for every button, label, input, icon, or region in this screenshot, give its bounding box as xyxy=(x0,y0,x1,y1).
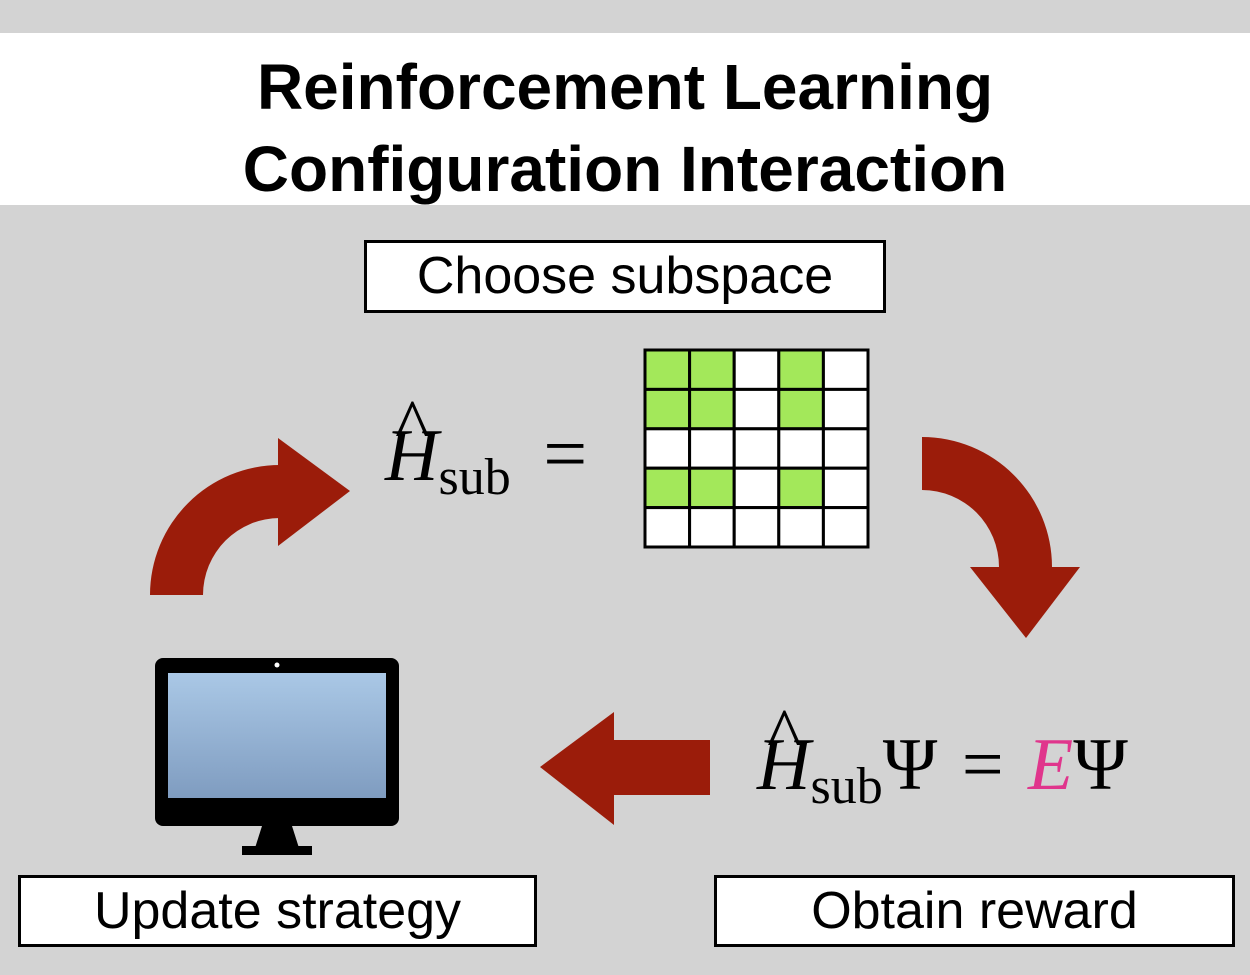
hamiltonian-symbol-2: H xyxy=(757,724,811,806)
matrix-cell xyxy=(777,466,825,510)
update-strategy-label: Update strategy xyxy=(18,875,537,947)
matrix-cell xyxy=(688,348,736,391)
matrix-cell xyxy=(777,348,825,391)
equals-sign: = xyxy=(543,410,588,497)
matrix-cell xyxy=(643,506,692,549)
hat-accent: ^ xyxy=(395,385,430,467)
hamiltonian-operator-2: ^H xyxy=(757,698,810,802)
title-band: Reinforcement Learning Configuration Int… xyxy=(0,33,1250,205)
subspace-hamiltonian-equation: ^Hsub = xyxy=(385,389,587,504)
matrix-cell xyxy=(732,348,781,391)
arrow-up-right-icon xyxy=(150,438,350,595)
matrix-cell xyxy=(688,387,736,431)
energy-symbol: E xyxy=(1028,724,1074,806)
psi-symbol-left: Ψ xyxy=(882,724,938,806)
title-line-2: Configuration Interaction xyxy=(242,133,1008,205)
matrix-cell xyxy=(821,466,870,510)
subspace-matrix xyxy=(643,348,870,549)
matrix-cell xyxy=(777,427,825,470)
matrix-cell xyxy=(643,466,692,510)
title-line-1: Reinforcement Learning xyxy=(256,51,994,123)
matrix-cell xyxy=(732,466,781,510)
matrix-cell xyxy=(821,348,870,391)
matrix-cell xyxy=(821,387,870,431)
choose-subspace-label: Choose subspace xyxy=(364,240,886,313)
eigenvalue-equation: ^HsubΨ = EΨ xyxy=(757,698,1128,813)
arrow-down-icon xyxy=(922,437,1080,638)
subscript-sub: sub xyxy=(438,449,511,506)
matrix-cell xyxy=(643,348,692,391)
matrix-cell xyxy=(777,387,825,431)
matrix-cell xyxy=(732,506,781,549)
subscript-sub-2: sub xyxy=(810,758,883,815)
psi-symbol-right: Ψ xyxy=(1073,724,1128,806)
matrix-cell xyxy=(821,427,870,470)
matrix-cell xyxy=(732,427,781,470)
matrix-cell xyxy=(643,427,692,470)
matrix-cell xyxy=(777,506,825,549)
matrix-cell xyxy=(643,387,692,431)
arrow-left-icon xyxy=(540,712,710,825)
desktop-monitor-icon xyxy=(155,658,399,855)
matrix-cell xyxy=(688,466,736,510)
matrix-cell xyxy=(821,506,870,549)
hat-accent-2: ^ xyxy=(767,694,802,776)
hamiltonian-operator: ^H xyxy=(385,389,438,493)
matrix-cell xyxy=(688,427,736,470)
hamiltonian-symbol: H xyxy=(385,415,439,497)
matrix-cell xyxy=(688,506,736,549)
equals-sign-2: = xyxy=(961,724,1004,806)
matrix-cell xyxy=(732,387,781,431)
obtain-reward-label: Obtain reward xyxy=(714,875,1235,947)
